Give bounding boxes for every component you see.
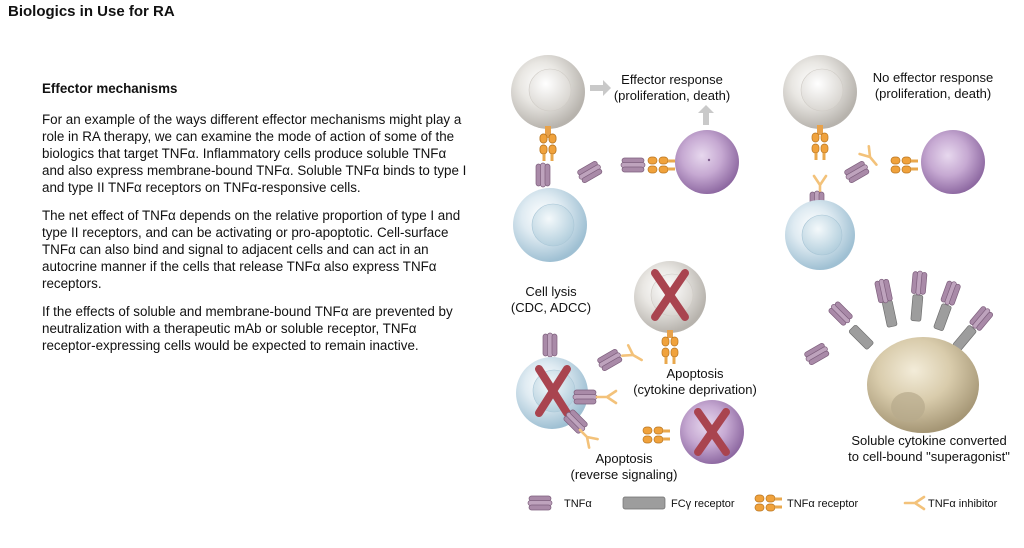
receptor-stem — [667, 330, 673, 338]
no-effector-response-line2: (proliferation, death) — [875, 86, 991, 101]
tnfa-trimer — [542, 332, 558, 358]
section-heading: Effector mechanisms — [42, 81, 178, 96]
inhibitor-swatch-icon — [903, 495, 926, 511]
inhibitor — [620, 344, 646, 367]
tnfa-horizontal — [620, 157, 646, 173]
receptor-stem — [817, 125, 823, 135]
x-mark-icon — [535, 365, 571, 417]
tnfa-trimer — [826, 299, 855, 328]
responder-cell-nucleus — [531, 203, 575, 247]
cell-lysis-line2: (CDC, ADCC) — [511, 300, 591, 315]
x-mark-icon — [651, 269, 689, 321]
fc-receptor-cell — [867, 337, 979, 433]
apoptosis-cytokine-line1: Apoptosis — [666, 366, 724, 381]
legend-item-tnfa-inhibitor: TNFα inhibitor — [903, 495, 998, 511]
fc-receptor — [881, 299, 898, 328]
arrow-right-icon — [590, 80, 611, 96]
panel-no-effector-response: No effector response (proliferation, dea… — [783, 55, 993, 270]
paragraph-3: If the effects of soluble and membrane-b… — [42, 304, 453, 353]
receptor-horizontal — [647, 156, 676, 174]
producer-cell-nucleus — [800, 68, 844, 112]
fc-receptor — [848, 324, 875, 351]
target-cell-purple — [921, 130, 985, 194]
receptor-pair — [661, 336, 679, 365]
apoptosis-reverse-line1: Apoptosis — [595, 451, 653, 466]
no-effector-response-line1: No effector response — [873, 70, 993, 85]
tnfa-trimer — [939, 279, 962, 308]
legend-receptor-label: TNFα receptor — [787, 498, 858, 510]
membrane-tnf — [539, 126, 557, 162]
receptor-pair — [811, 132, 829, 161]
tnfa-trimer — [535, 162, 551, 188]
legend: TNFα FCγ receptor TNFα receptor TNFα inh… — [527, 494, 998, 512]
apoptosis-cytokine-line2: (cytokine deprivation) — [633, 382, 757, 397]
panel-superagonist: Soluble cytokine converted to cell-bound… — [802, 270, 1010, 464]
cell-lysis-line1: Cell lysis — [525, 284, 577, 299]
soluble-tnfa — [575, 159, 604, 185]
legend-item-tnfa: TNFα — [527, 495, 592, 511]
inhibitor — [595, 389, 618, 405]
legend-item-fcg-receptor: FCγ receptor — [622, 496, 735, 510]
arrow-up-icon — [698, 105, 714, 125]
responder-cell-nucleus — [801, 214, 843, 256]
legend-tnfa-label: TNFα — [564, 498, 592, 510]
legend-item-tnfa-receptor: TNFα receptor — [754, 494, 858, 512]
receptor-horizontal — [642, 426, 671, 444]
target-cell-purple — [675, 130, 739, 194]
superagonist-line1: Soluble cytokine converted — [851, 433, 1006, 448]
soluble-tnfa — [595, 347, 624, 373]
fc-receptor-swatch-icon — [622, 496, 666, 510]
fc-receptor — [910, 294, 924, 322]
soluble-tnfa — [842, 159, 871, 185]
tnfa-trimer — [910, 270, 928, 296]
fc-receptor — [933, 302, 953, 332]
panel-effector-response: Effector response (proliferation, death) — [511, 55, 739, 262]
tnfa-horizontal — [572, 389, 598, 405]
page-title: Biologics in Use for RA — [8, 3, 175, 20]
receptor-horizontal — [890, 156, 919, 174]
apoptosis-reverse-line2: (reverse signaling) — [571, 467, 678, 482]
soluble-tnfa — [802, 341, 831, 367]
tnfa-swatch-icon — [527, 495, 553, 511]
x-mark-icon — [694, 408, 730, 456]
producer-cell-nucleus — [528, 68, 572, 112]
panel-lysis-apoptosis: Cell lysis (CDC, ADCC) Apoptosis (cytoki… — [511, 261, 757, 482]
receptor-swatch-icon — [754, 494, 783, 512]
legend-inhibitor-label: TNFα inhibitor — [928, 498, 998, 510]
paragraph-1: For an example of the ways different eff… — [42, 112, 467, 195]
text-column: Effector mechanisms For an example of th… — [42, 80, 467, 365]
tnfa-trimer — [873, 277, 894, 305]
effector-response-line2: (proliferation, death) — [614, 88, 730, 103]
receptor-pair — [539, 133, 557, 162]
effector-response-line1: Effector response — [621, 72, 723, 87]
fc-receptor-cell-nucleus — [891, 392, 925, 422]
target-cell-nucleus — [707, 158, 711, 162]
superagonist-line2: to cell-bound "superagonist" — [848, 449, 1010, 464]
tnf-mechanism-diagram: Effector response (proliferation, death)… — [511, 55, 1010, 512]
paragraph-2: The net effect of TNFα depends on the re… — [42, 208, 461, 291]
legend-fcg-label: FCγ receptor — [671, 498, 735, 510]
